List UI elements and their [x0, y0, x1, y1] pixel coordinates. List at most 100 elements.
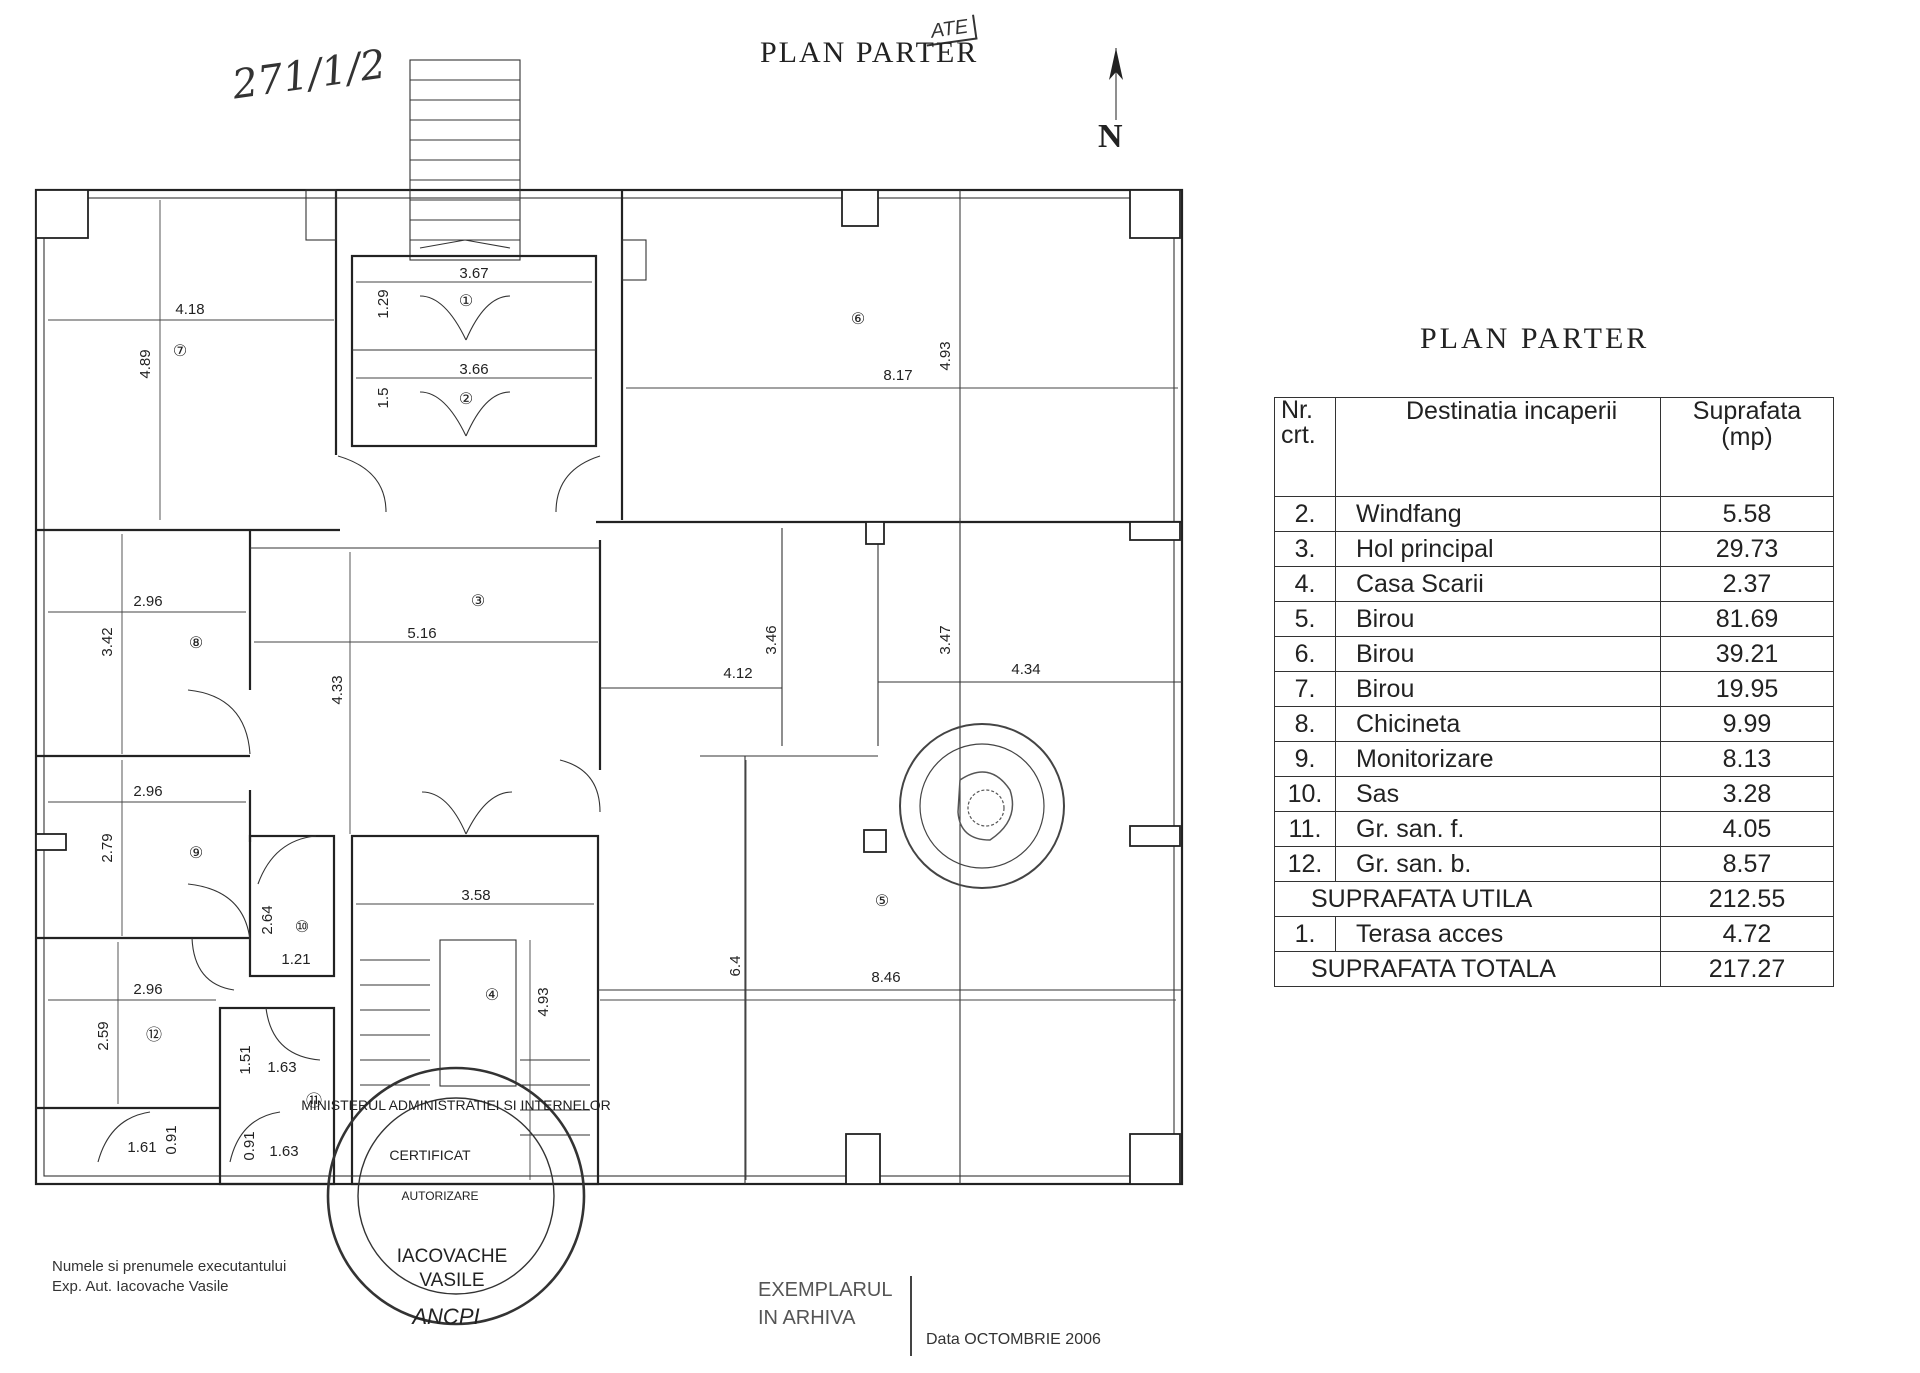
dimension-text: 4.93 [937, 341, 954, 370]
dimension-text: 1.51 [237, 1045, 254, 1074]
stamp-text: MINISTERUL ADMINISTRATIEI SI INTERNELOR [301, 1097, 611, 1113]
row-nr: 5. [1274, 601, 1336, 637]
dimension-text: 0.91 [241, 1131, 258, 1160]
row-area: 29.73 [1660, 531, 1834, 567]
table-header-row: Nr. crt. Destinatia incaperii Suprafata … [1274, 397, 1834, 497]
north-stair [409, 59, 521, 261]
dimension-text: 4.33 [329, 675, 346, 704]
dimension-text: 6.4 [727, 956, 744, 977]
col-header-destination: Destinatia incaperii [1335, 397, 1661, 497]
dimension-text: 4.89 [137, 349, 154, 378]
plan-title: PLAN PARTER [760, 36, 979, 69]
dimension-text: 1.63 [269, 1143, 298, 1160]
row-name: Chicineta [1335, 706, 1661, 742]
room-number: ⑥ [851, 311, 865, 328]
north-label: N [1098, 118, 1123, 155]
door-swings [97, 295, 601, 1163]
row-nr: 11. [1274, 811, 1336, 847]
structural-columns [35, 189, 1181, 1185]
room-number: ⑧ [189, 635, 203, 652]
dimension-text: 1.63 [267, 1059, 296, 1076]
room-number: ① [459, 293, 473, 310]
row-name: Sas [1335, 776, 1661, 812]
room-number: ④ [485, 987, 499, 1004]
area-table: Nr. crt. Destinatia incaperii Suprafata … [1274, 397, 1834, 987]
row-nr: 4. [1274, 566, 1336, 602]
room-number: ⑩ [295, 919, 309, 936]
dimension-text: 2.96 [133, 783, 162, 800]
seal-stamp-ministry: MINISTERUL ADMINISTRATIEI SI INTERNELOR … [301, 1066, 611, 1329]
row-nr: 2. [1274, 496, 1336, 532]
total-area-value: 217.27 [1660, 951, 1834, 987]
row-name: Casa Scarii [1335, 566, 1661, 602]
usable-area-value: 212.55 [1660, 881, 1834, 917]
dimension-labels: 3.67 1.29 3.66 1.5 5.16 4.33 3.58 4.93 8… [95, 265, 1041, 1161]
stamp-text: IACOVACHE [397, 1246, 508, 1267]
dimension-text: 4.93 [535, 987, 552, 1016]
north-arrow-icon [1109, 48, 1123, 120]
row-nr: 10. [1274, 776, 1336, 812]
room-number: ③ [471, 593, 485, 610]
stamp-text: VASILE [419, 1270, 484, 1291]
stamp-text: ANCPI [410, 1304, 479, 1329]
dimension-text: 8.17 [883, 367, 912, 384]
table-total-row: SUPRAFATA UTILA 212.55 [1274, 881, 1834, 917]
usable-area-label: SUPRAFATA UTILA [1274, 881, 1661, 917]
row-name: Birou [1335, 671, 1661, 707]
table-row: 11.Gr. san. f.4.05 [1274, 811, 1834, 847]
row-area: 9.99 [1660, 706, 1834, 742]
row-area: 2.37 [1660, 566, 1834, 602]
dimension-text: 4.12 [723, 665, 752, 682]
row-name: Gr. san. b. [1335, 846, 1661, 882]
stamp-text: CERTIFICAT [389, 1147, 471, 1163]
table-row: 1. Terasa acces 4.72 [1274, 916, 1834, 952]
col-header-nr: Nr. crt. [1274, 397, 1336, 497]
dimension-text: 4.34 [1011, 661, 1040, 678]
row-nr: 12. [1274, 846, 1336, 882]
dimension-text: 0.91 [163, 1125, 180, 1154]
col-header-area: Suprafata (mp) [1660, 397, 1834, 497]
dimension-lines [48, 200, 1178, 1180]
row-nr: 8. [1274, 706, 1336, 742]
table-total-row: SUPRAFATA TOTALA 217.27 [1274, 951, 1834, 987]
row-nr: 7. [1274, 671, 1336, 707]
executant-label: Numele si prenumele executantului [52, 1258, 287, 1275]
row-area: 39.21 [1660, 636, 1834, 672]
row-nr: 1. [1274, 916, 1336, 952]
dimension-text: 3.46 [763, 625, 780, 654]
room-number: ② [459, 391, 473, 408]
dimension-text: 1.61 [127, 1139, 156, 1156]
row-name: Terasa acces [1335, 916, 1661, 952]
row-area: 3.28 [1660, 776, 1834, 812]
archive-line-1: EXEMPLARUL [758, 1279, 893, 1301]
room-number: ⑨ [189, 845, 203, 862]
row-name: Hol principal [1335, 531, 1661, 567]
row-name: Monitorizare [1335, 741, 1661, 777]
interior-walls [36, 189, 1182, 1186]
room-number: ⑪ [306, 1092, 322, 1110]
row-area: 4.72 [1660, 916, 1834, 952]
row-name: Gr. san. f. [1335, 811, 1661, 847]
dimension-text: 3.67 [459, 265, 488, 282]
dimension-text: 2.96 [133, 593, 162, 610]
table-title: PLAN PARTER [1420, 322, 1650, 355]
row-area: 19.95 [1660, 671, 1834, 707]
row-area: 8.57 [1660, 846, 1834, 882]
dimension-text: 8.46 [871, 969, 900, 986]
table-row: 12.Gr. san. b.8.57 [1274, 846, 1834, 882]
row-area: 4.05 [1660, 811, 1834, 847]
room-number: ⑤ [875, 893, 889, 910]
dimension-text: 2.96 [133, 981, 162, 998]
seal-stamp-small [899, 723, 1065, 889]
dimension-text: 3.66 [459, 361, 488, 378]
room-number-labels: ① ② ③ ④ ⑤ ⑥ ⑦ ⑧ ⑨ ⑩ ⑪ ⑫ [146, 293, 889, 1110]
dimension-text: 2.79 [99, 833, 116, 862]
row-name: Birou [1335, 601, 1661, 637]
